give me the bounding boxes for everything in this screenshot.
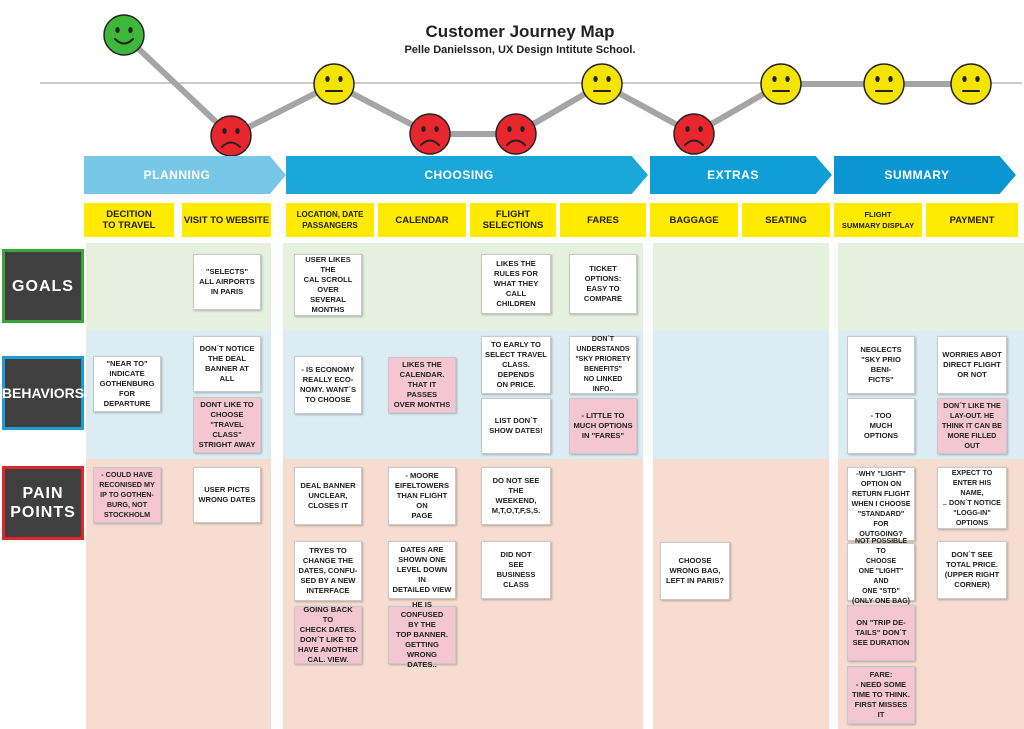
sticky-note: DO NOT SEE THE WEEKEND, M,T,O,T,F,S,S. bbox=[481, 467, 551, 525]
phase-choosing: CHOOSING bbox=[286, 156, 648, 194]
category-flight-selections: FLIGHT SELECTIONS bbox=[470, 203, 556, 237]
phase-choosing-label: CHOOSING bbox=[424, 168, 494, 182]
category-fares: FARES bbox=[560, 203, 646, 237]
sticky-note: FARE: - NEED SOME TIME TO THINK. FIRST M… bbox=[847, 666, 915, 724]
sticky-note: LIST DON´T SHOW DATES! bbox=[481, 398, 551, 454]
column-divider bbox=[271, 243, 283, 729]
category-location-date: LOCATION, DATE PASSANGERS bbox=[286, 203, 374, 237]
sticky-note: GOING BACK TO CHECK DATES. DON´T LIKE TO… bbox=[294, 605, 362, 664]
sticky-note: "SELECTS" ALL AIRPORTS IN PARIS bbox=[193, 254, 261, 310]
sad-face-icon bbox=[409, 113, 451, 155]
neutral-face-icon bbox=[313, 63, 355, 105]
category-baggage: BAGGAGE bbox=[650, 203, 738, 237]
sticky-note: USER LIKES THE CAL SCROLL OVER SEVERAL M… bbox=[294, 254, 362, 316]
phase-extras-label: EXTRAS bbox=[707, 168, 759, 182]
emotion-path bbox=[121, 32, 971, 140]
page-subtitle: Pelle Danielsson, UX Design Intitute Sch… bbox=[404, 44, 636, 56]
phase-summary: SUMMARY bbox=[834, 156, 1016, 194]
neutral-face-icon bbox=[760, 63, 802, 105]
sticky-note: NEGLECTS "SKY PRIO BENI- FICTS" bbox=[847, 336, 915, 394]
column-divider bbox=[643, 243, 653, 729]
row-label-goals: GOALS bbox=[2, 249, 84, 323]
sad-face-icon bbox=[210, 115, 252, 157]
category-visit-to-website: VISIT TO WEBSITE bbox=[182, 203, 271, 237]
sticky-note: ON "TRIP DE- TAILS" DON´T SEE DURATION bbox=[847, 605, 915, 661]
sticky-note: TICKET OPTIONS: EASY TO COMPARE bbox=[569, 254, 637, 314]
neutral-face-icon bbox=[863, 63, 905, 105]
category-calendar: CALENDAR bbox=[378, 203, 466, 237]
page-title: Customer Journey Map bbox=[425, 22, 615, 41]
phase-planning-label: PLANNING bbox=[143, 168, 211, 182]
sticky-note: LIKES THE RULES FOR WHAT THEY CALL CHILD… bbox=[481, 254, 551, 314]
phase-planning: PLANNING bbox=[84, 156, 286, 194]
sticky-note: DEAL BANNER UNCLEAR, CLOSES IT bbox=[294, 467, 362, 525]
sticky-note: NOT POSSIBLE TO CHOOSE ONE "LIGHT" AND O… bbox=[847, 538, 915, 605]
sticky-note: DATES ARE SHOWN ONE LEVEL DOWN IN DETAIL… bbox=[388, 541, 456, 599]
neutral-face-icon bbox=[581, 63, 623, 105]
category-payment: PAYMENT bbox=[926, 203, 1018, 237]
sticky-note: - LITTLE TO MUCH OPTIONS IN "FARES" bbox=[569, 398, 637, 454]
happy-face-icon bbox=[103, 14, 145, 56]
column-divider bbox=[829, 243, 838, 729]
sticky-note: - COULD HAVE RECONISED MY IP TO GOTHEN- … bbox=[93, 467, 161, 523]
neutral-face-icon bbox=[950, 63, 992, 105]
category-flight-summary: FLIGHT SUMMARY DISPLAY bbox=[834, 203, 922, 237]
sticky-note: DONT LIKE TO CHOOSE "TRAVEL CLASS" STRIG… bbox=[193, 397, 261, 453]
sticky-note: TRYES TO CHANGE THE DATES, CONFU- SED BY… bbox=[294, 541, 362, 601]
sticky-note: "NEAR TO" INDICATE GOTHENBURG FOR DEPART… bbox=[93, 356, 161, 412]
sticky-note: WORRIES ABOT DIRECT FLIGHT OR NOT bbox=[937, 336, 1007, 394]
sticky-note: DON´T NOTICE THE DEAL BANNER AT ALL bbox=[193, 336, 261, 392]
sticky-note: DID NOT SEE BUSINESS CLASS bbox=[481, 541, 551, 599]
row-label-pain-points: PAIN POINTS bbox=[2, 466, 84, 540]
row-label-behaviors: BEHAVIORS bbox=[2, 356, 84, 430]
sticky-note: HE IS CONFUSED BY THE TOP BANNER. GETTIN… bbox=[388, 600, 456, 669]
sticky-note: DON´T SEE TOTAL PRICE. (UPPER RIGHT CORN… bbox=[937, 541, 1007, 599]
phase-summary-label: SUMMARY bbox=[884, 168, 950, 182]
sticky-note: LIKES THE CALENDAR. THAT IT PASSES OVER … bbox=[388, 357, 456, 413]
emotion-curve bbox=[40, 32, 1022, 140]
category-decision-to-travel: DECITION TO TRAVEL bbox=[84, 203, 174, 237]
sticky-note: TO EARLY TO SELECT TRAVEL CLASS. DEPENDS… bbox=[481, 336, 551, 394]
sticky-note: -WHY "LIGHT" OPTION ON RETURN FLIGHT WHE… bbox=[847, 467, 915, 541]
sticky-note: - MOORE EIFELTOWERS THAN FLIGHT ON PAGE bbox=[388, 467, 456, 525]
sticky-note: DON´T UNDERSTANDS "SKY PRIORETY BENEFITS… bbox=[569, 336, 637, 394]
category-seating: SEATING bbox=[742, 203, 830, 237]
sticky-note: EXPECT TO ENTER HIS NAME, .. DON´T NOTIC… bbox=[937, 467, 1007, 529]
sticky-note: CHOOSE WRONG BAG, LEFT IN PARIS? bbox=[660, 542, 730, 600]
sad-face-icon bbox=[673, 113, 715, 155]
sticky-note: - TOO MUCH OPTIONS bbox=[847, 398, 915, 454]
phase-extras: EXTRAS bbox=[650, 156, 832, 194]
sad-face-icon bbox=[495, 113, 537, 155]
sticky-note: DON´T LIKE THE LAY-OUT. HE THINK IT CAN … bbox=[937, 398, 1007, 454]
sticky-note: - IS ECONOMY REALLY ECO- NOMY. WANT´S TO… bbox=[294, 356, 362, 414]
sticky-note: USER PICTS WRONG DATES bbox=[193, 467, 261, 523]
